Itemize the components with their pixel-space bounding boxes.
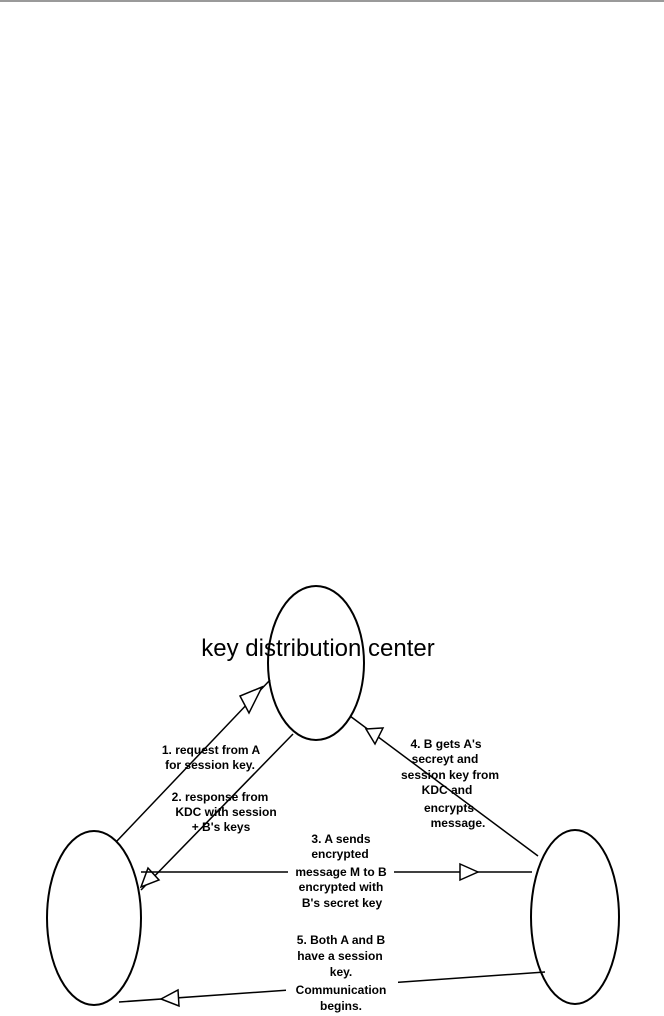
edge-label-step5-line2: have a session xyxy=(297,949,382,963)
edge-label-step1-line2: for session key. xyxy=(165,758,255,772)
edge-step1 xyxy=(115,679,271,843)
edge-label-step1-line1: 1. request from A xyxy=(162,743,261,757)
node-b xyxy=(530,829,620,1005)
label-mask-step5 xyxy=(286,932,398,1016)
edge-label-step3-line5: B's secret key xyxy=(302,896,383,910)
edge-label-step3-line2: encrypted xyxy=(311,847,368,861)
edge-label-step3: 3. A sends encrypted message M to B encr… xyxy=(295,832,387,910)
top-rule xyxy=(0,0,664,2)
node-a xyxy=(46,830,142,1006)
label-mask-step3 xyxy=(288,830,394,912)
arrowhead-step5 xyxy=(159,988,180,1008)
edge-label-step2-line2: KDC with session xyxy=(175,805,276,819)
edge-label-step4-line3: session key from xyxy=(401,768,499,782)
edge-label-step3-line4: encrypted with xyxy=(299,880,384,894)
edge-label-step4-line6: message. xyxy=(431,816,486,830)
edge-label-step4-line5: encrypts xyxy=(424,801,474,815)
edge-label-step3-line1: 3. A sends xyxy=(311,832,370,846)
arrowhead-step3 xyxy=(459,862,480,882)
edge-label-step5-line1: 5. Both A and B xyxy=(297,933,386,947)
kdc-node xyxy=(267,585,365,741)
edge-label-step2: 2. response from KDC with session + B's … xyxy=(172,790,277,834)
edge-label-step5-line3: key. xyxy=(330,965,352,979)
arrowhead-step4 xyxy=(364,727,385,746)
edge-label-step4-line4: KDC and xyxy=(422,783,473,797)
edge-step2 xyxy=(139,733,294,891)
edge-label-step1: 1. request from A for session key. xyxy=(162,743,261,772)
edge-label-step2-line3: + B's keys xyxy=(192,820,251,834)
edge-label-step5: 5. Both A and B have a session key. Comm… xyxy=(296,933,387,1013)
arrowhead-step1 xyxy=(238,685,264,715)
edge-label-step4-line1: 4. B gets A's xyxy=(410,737,481,751)
edge-label-step4: 4. B gets A's secreyt and session key fr… xyxy=(401,737,499,830)
edge-label-step4-line2: secreyt and xyxy=(412,752,479,766)
arrowhead-step2 xyxy=(139,866,161,889)
kdc-node-label: key distribution center xyxy=(201,635,434,662)
edge-label-step2-line1: 2. response from xyxy=(172,790,269,804)
edge-label-step5-line4: Communication xyxy=(296,983,387,997)
edge-label-step3-line3: message M to B xyxy=(295,865,387,879)
edge-label-step5-line5: begins. xyxy=(320,999,362,1013)
edge-step4 xyxy=(349,715,539,857)
